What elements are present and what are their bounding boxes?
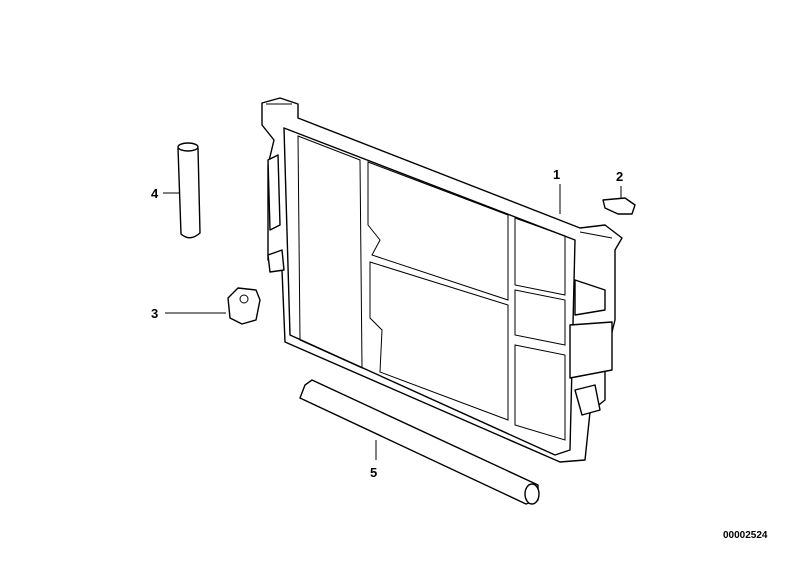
part-label-5[interactable]: 5	[370, 465, 378, 480]
diagram-id: 00002524	[723, 530, 768, 541]
part-label-4[interactable]: 4	[151, 186, 159, 201]
rubber-mount-part-3	[227, 287, 261, 325]
part-label-1[interactable]: 1	[553, 167, 561, 182]
seal-bottom-part-5	[299, 379, 540, 505]
clip-part-2	[602, 197, 636, 215]
part-label-3[interactable]: 3	[151, 306, 159, 321]
leader-lines	[163, 184, 622, 460]
radiator-frame-part-1	[261, 97, 623, 463]
part-label-2[interactable]: 2	[616, 169, 624, 184]
seal-vertical-part-4	[177, 142, 201, 239]
